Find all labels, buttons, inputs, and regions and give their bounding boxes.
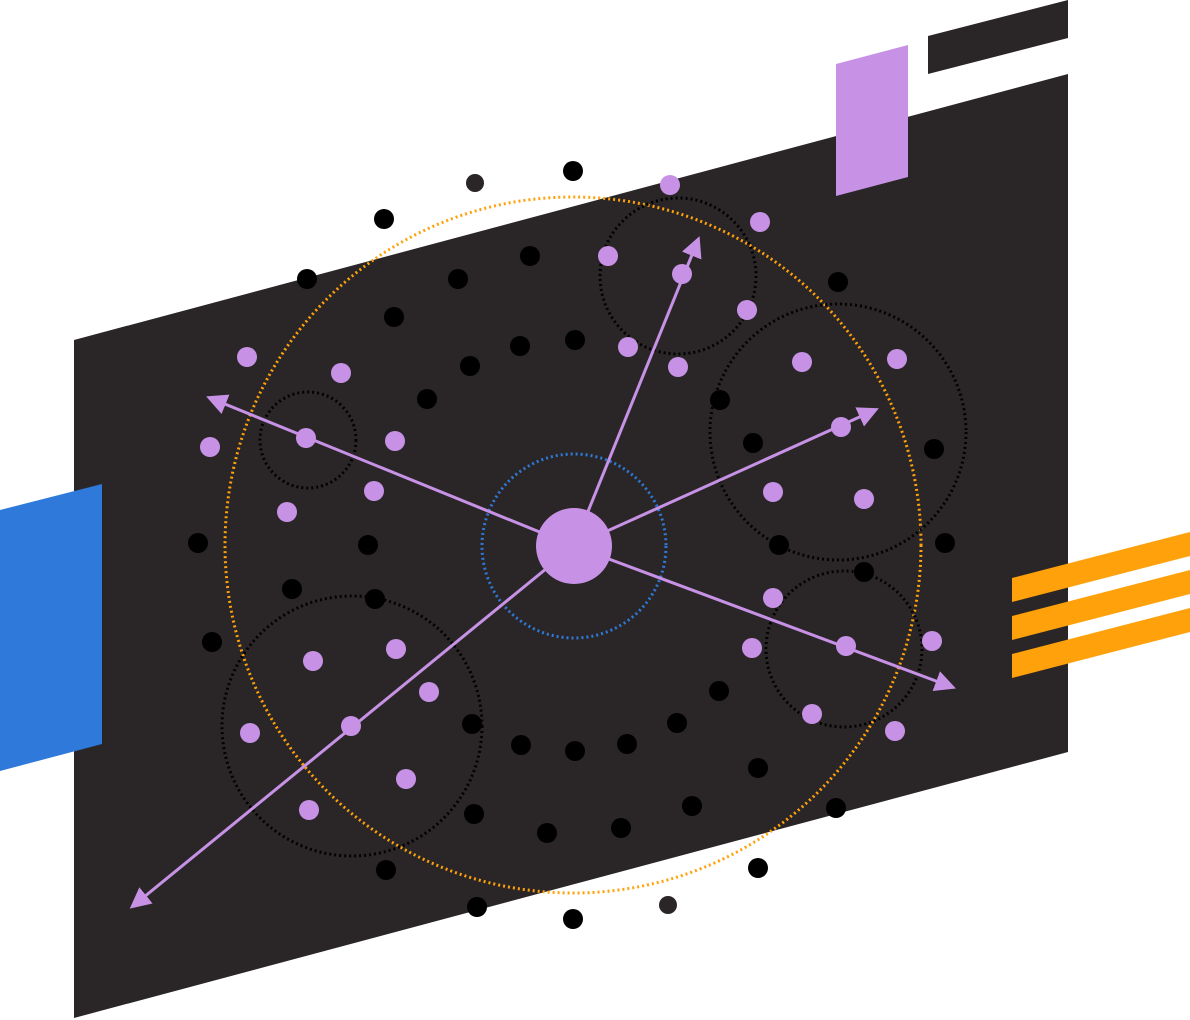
outer-orbit-ring — [223, 195, 923, 895]
dot-icon — [792, 352, 812, 372]
dot-icon — [466, 174, 484, 192]
cluster-rings — [220, 196, 968, 858]
dot-icon — [565, 741, 585, 761]
cluster-ring — [764, 569, 924, 729]
dot-icon — [672, 264, 692, 284]
dot-icon — [297, 269, 317, 289]
blue-block — [0, 484, 102, 771]
orange-stripes — [1012, 532, 1190, 678]
dot-icon — [462, 714, 482, 734]
dot-icon — [419, 682, 439, 702]
dot-icon — [282, 579, 302, 599]
dot-icon — [935, 533, 955, 553]
dot-icon — [618, 337, 638, 357]
dot-icon — [341, 716, 361, 736]
dot-icon — [660, 175, 680, 195]
spoke-arrow — [572, 236, 702, 547]
dot-icon — [598, 246, 618, 266]
dot-icon — [417, 389, 437, 409]
orange-stripe — [1012, 532, 1190, 602]
inner-hub-ring — [480, 452, 668, 640]
dot-icon — [520, 246, 540, 266]
dot-icon — [748, 758, 768, 778]
dot-icon — [742, 638, 762, 658]
dot-icon — [854, 562, 874, 582]
dot-icon — [358, 535, 378, 555]
dot-icon — [396, 769, 416, 789]
dot-icon — [188, 533, 208, 553]
spoke-arrow — [206, 394, 575, 548]
dot-icon — [748, 858, 768, 878]
dot-icon — [464, 804, 484, 824]
dark-dots — [188, 161, 955, 929]
dot-icon — [200, 437, 220, 457]
dot-icon — [763, 482, 783, 502]
dot-icon — [448, 269, 468, 289]
purple-block — [836, 45, 908, 196]
dot-icon — [743, 433, 763, 453]
dot-icon — [511, 735, 531, 755]
dot-icon — [885, 721, 905, 741]
dot-icon — [376, 860, 396, 880]
dot-icon — [668, 357, 688, 377]
dot-icon — [667, 713, 687, 733]
dot-icon — [769, 535, 789, 555]
dot-icon — [374, 209, 394, 229]
dot-icon — [737, 300, 757, 320]
dark-top-bar — [928, 0, 1068, 74]
dot-icon — [565, 330, 585, 350]
dot-icon — [237, 347, 257, 367]
orange-stripe — [1012, 608, 1190, 678]
dot-icon — [709, 681, 729, 701]
dot-icon — [887, 349, 907, 369]
dot-icon — [296, 428, 316, 448]
dot-icon — [563, 909, 583, 929]
dot-icon — [802, 704, 822, 724]
dot-icon — [467, 897, 487, 917]
orange-stripe — [1012, 570, 1190, 640]
dot-icon — [563, 161, 583, 181]
spoke-arrow — [573, 407, 879, 548]
dot-icon — [922, 631, 942, 651]
dot-icon — [365, 589, 385, 609]
dot-icon — [331, 363, 351, 383]
dot-icon — [831, 417, 851, 437]
dot-icon — [386, 639, 406, 659]
dot-icon — [537, 823, 557, 843]
cluster-ring — [708, 302, 968, 562]
dot-icon — [682, 796, 702, 816]
dot-icon — [854, 489, 874, 509]
dot-icon — [299, 800, 319, 820]
dot-icon — [303, 651, 323, 671]
spoke-arrow — [573, 544, 956, 691]
dot-icon — [277, 502, 297, 522]
dot-icon — [836, 636, 856, 656]
dot-icon — [385, 431, 405, 451]
cluster-ring — [220, 594, 484, 858]
dot-icon — [460, 356, 480, 376]
hub-node-icon — [536, 508, 612, 584]
dot-icon — [510, 336, 530, 356]
dot-icon — [826, 798, 846, 818]
dot-icon — [240, 723, 260, 743]
dot-icon — [364, 481, 384, 501]
dot-icon — [763, 588, 783, 608]
dot-icon — [617, 734, 637, 754]
light-dots — [200, 175, 942, 820]
dot-icon — [611, 818, 631, 838]
cluster-ring — [598, 196, 758, 356]
dot-icon — [750, 212, 770, 232]
dot-icon — [710, 390, 730, 410]
dot-icon — [659, 896, 677, 914]
dot-icon — [924, 439, 944, 459]
cluster-ring — [258, 390, 358, 490]
dot-icon — [384, 307, 404, 327]
dot-icon — [828, 272, 848, 292]
dot-icon — [202, 632, 222, 652]
